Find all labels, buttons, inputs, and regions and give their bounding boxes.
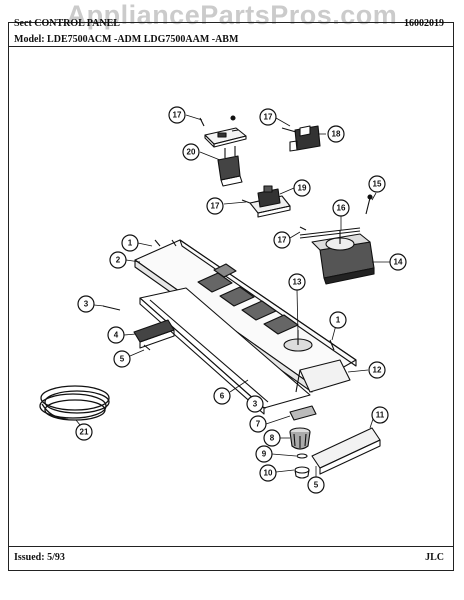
svg-text:7: 7 <box>256 420 261 429</box>
callout-17b: 17 <box>259 108 277 126</box>
part-12-end-bracket <box>295 359 351 393</box>
svg-text:20: 20 <box>187 148 196 157</box>
part-8-knob <box>289 427 311 450</box>
svg-text:19: 19 <box>298 184 307 193</box>
svg-text:3: 3 <box>84 300 89 309</box>
svg-text:3: 3 <box>253 400 258 409</box>
part-19-switch <box>249 185 291 218</box>
part-9-washer <box>296 453 308 459</box>
svg-text:13: 13 <box>293 278 302 287</box>
header-divider <box>8 46 454 47</box>
author-initials: JLC <box>425 552 444 563</box>
svg-text:11: 11 <box>376 411 385 420</box>
callout-6: 6 <box>213 387 231 405</box>
callout-17d: 17 <box>273 231 291 249</box>
callout-5b: 5 <box>307 476 325 494</box>
svg-text:14: 14 <box>394 258 403 267</box>
callout-15: 15 <box>368 175 386 193</box>
svg-text:6: 6 <box>220 392 225 401</box>
callout-10: 10 <box>259 464 277 482</box>
svg-text:12: 12 <box>373 366 382 375</box>
part-7-clip <box>289 405 317 421</box>
svg-text:16: 16 <box>337 204 346 213</box>
callout-17c: 17 <box>206 197 224 215</box>
svg-text:17: 17 <box>264 113 273 122</box>
part-6-front-panel <box>139 287 311 415</box>
part-16-bracket <box>299 227 361 239</box>
callout-4: 4 <box>107 326 125 344</box>
section-label: Sect <box>14 18 32 29</box>
callout-8: 8 <box>263 429 281 447</box>
callout-11: 11 <box>371 406 389 424</box>
section-header: Sect CONTROL PANEL <box>14 18 120 29</box>
callout-12: 12 <box>368 361 386 379</box>
svg-text:21: 21 <box>80 428 89 437</box>
svg-text:17: 17 <box>211 202 220 211</box>
footer-divider <box>8 546 454 547</box>
section-title: CONTROL PANEL <box>34 18 120 29</box>
callout-5a: 5 <box>113 350 131 368</box>
doc-number: 16002019 <box>404 18 444 29</box>
svg-text:1: 1 <box>128 239 133 248</box>
model-label: Model: <box>14 34 45 45</box>
svg-text:5: 5 <box>120 355 125 364</box>
callout-20: 20 <box>182 143 200 161</box>
callout-17a: 17 <box>168 106 186 124</box>
callout-7: 7 <box>249 415 267 433</box>
issued-label: Issued: <box>14 552 45 563</box>
page-frame <box>8 22 454 571</box>
svg-text:9: 9 <box>262 450 267 459</box>
watermark: AppliancePartsPros.com <box>66 0 398 30</box>
part-10-knob <box>294 466 310 479</box>
callout-13: 13 <box>288 273 306 291</box>
svg-text:1: 1 <box>336 316 341 325</box>
model-row: Model: LDE7500ACM -ADM LDG7500AAM -ABM <box>14 34 238 45</box>
callout-18: 18 <box>327 125 345 143</box>
issued-row: Issued: 5/93 <box>14 552 65 563</box>
callout-16: 16 <box>332 199 350 217</box>
svg-text:4: 4 <box>114 331 119 340</box>
svg-text:17: 17 <box>278 236 287 245</box>
callout-1b: 1 <box>329 311 347 329</box>
svg-text:5: 5 <box>314 481 319 490</box>
svg-text:17: 17 <box>173 111 182 120</box>
model-list: LDE7500ACM -ADM LDG7500AAM -ABM <box>47 34 239 45</box>
part-18-switch <box>281 125 321 152</box>
callout-19: 19 <box>293 179 311 197</box>
callout-1a: 1 <box>121 234 139 252</box>
svg-text:15: 15 <box>373 180 382 189</box>
callout-21: 21 <box>75 423 93 441</box>
callout-3b: 3 <box>246 395 264 413</box>
callout-9: 9 <box>255 445 273 463</box>
callout-14: 14 <box>389 253 407 271</box>
part-15-screw <box>365 194 373 215</box>
svg-text:18: 18 <box>332 130 341 139</box>
svg-text:8: 8 <box>270 434 275 443</box>
svg-text:10: 10 <box>264 469 273 478</box>
part-11-plate <box>311 427 381 475</box>
callout-3a: 3 <box>77 295 95 313</box>
part-21-wire-harness <box>39 385 110 421</box>
callout-2: 2 <box>109 251 127 269</box>
part-20-control-board <box>204 127 247 187</box>
issued-date: 5/93 <box>47 552 65 563</box>
part-14-timer <box>311 230 375 285</box>
part-4-bracket <box>133 319 175 349</box>
svg-text:2: 2 <box>116 256 121 265</box>
leader-lines <box>75 114 390 477</box>
